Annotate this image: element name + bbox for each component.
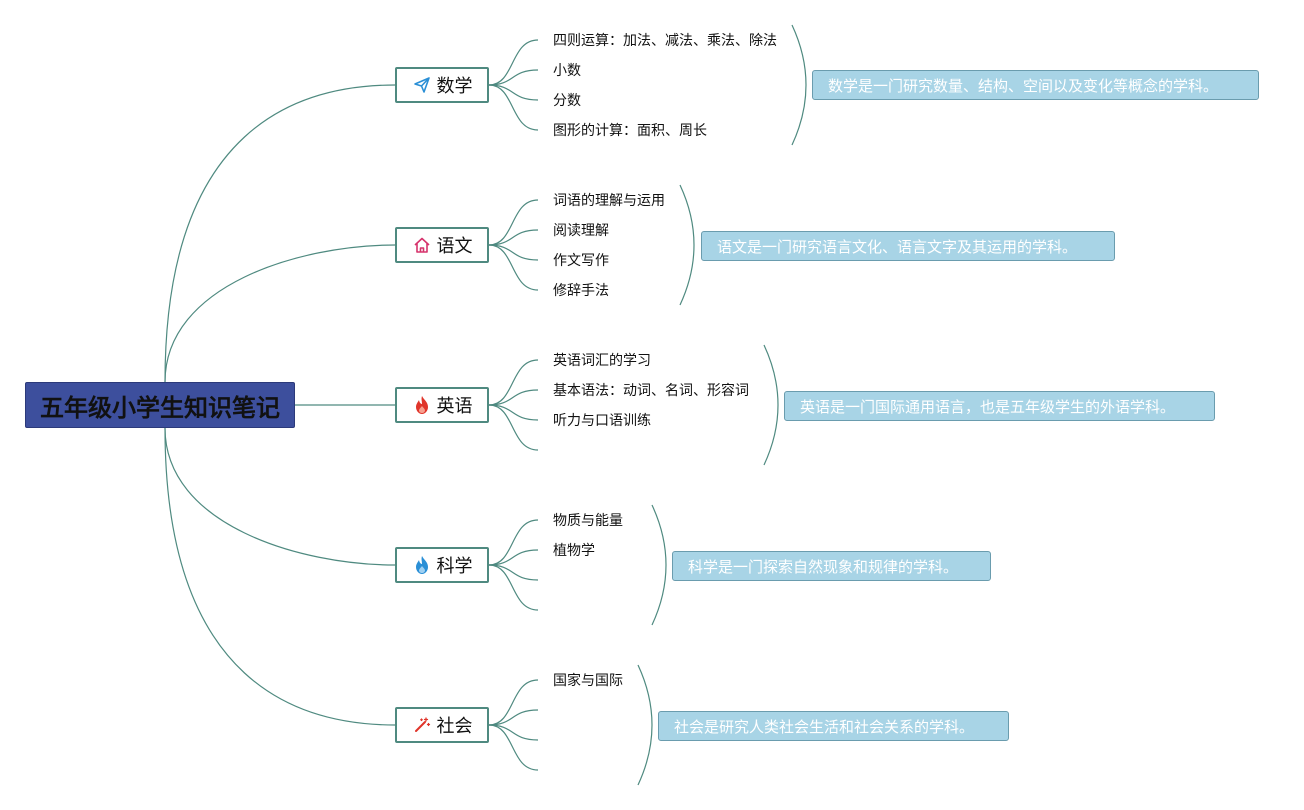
root-link (164, 84, 396, 383)
summary-box-chinese[interactable]: 语文是一门研究语言文化、语言文字及其运用的学科。 (701, 231, 1115, 261)
summary-bracket (791, 24, 807, 146)
topic-item[interactable]: 词语的理解与运用 (553, 193, 665, 209)
summary-text: 社会是研究人类社会生活和社会关系的学科。 (674, 717, 975, 736)
topic-link (488, 404, 539, 421)
subject-label: 数学 (436, 76, 473, 97)
summary-box-math[interactable]: 数学是一门研究数量、结构、空间以及变化等概念的学科。 (812, 70, 1259, 100)
subject-node-chinese[interactable]: 语文 (395, 227, 489, 263)
root-link (164, 427, 396, 726)
summary-box-english[interactable]: 英语是一门国际通用语言，也是五年级学生的外语学科。 (784, 391, 1215, 421)
subject-label: 社会 (436, 716, 473, 737)
topic-item[interactable]: 修辞手法 (553, 283, 609, 299)
root-link (164, 427, 396, 566)
subject-label: 语文 (436, 236, 473, 257)
topic-link (488, 709, 539, 726)
subject-node-english[interactable]: 英语 (395, 387, 489, 423)
topic-link (488, 519, 539, 566)
topic-item[interactable]: 小数 (553, 63, 581, 79)
topic-item[interactable]: 作文写作 (553, 253, 609, 269)
topic-link (488, 244, 539, 291)
subject-node-society[interactable]: 社会 (395, 707, 489, 743)
topic-link (488, 199, 539, 246)
topic-link (488, 39, 539, 86)
summary-text: 科学是一门探索自然现象和规律的学科。 (688, 557, 959, 576)
topic-item[interactable]: 物质与能量 (553, 513, 623, 529)
home-icon (412, 235, 432, 255)
topic-link (488, 549, 539, 566)
summary-text: 语文是一门研究语言文化、语言文字及其运用的学科。 (717, 237, 1078, 256)
topic-link (488, 679, 539, 726)
topic-link (488, 564, 539, 611)
topic-item[interactable]: 植物学 (553, 543, 595, 559)
topic-item[interactable]: 阅读理解 (553, 223, 609, 239)
root-node[interactable]: 五年级小学生知识笔记 (25, 382, 295, 428)
topic-link (488, 724, 539, 771)
topic-item[interactable]: 国家与国际 (553, 673, 623, 689)
root-label: 五年级小学生知识笔记 (40, 393, 280, 422)
subject-node-math[interactable]: 数学 (395, 67, 489, 103)
topic-link (488, 244, 539, 261)
topic-item[interactable]: 听力与口语训练 (553, 413, 651, 429)
topic-link (488, 359, 539, 406)
topic-item[interactable]: 四则运算：加法、减法、乘法、除法 (553, 33, 777, 49)
topic-item[interactable]: 基本语法：动词、名词、形容词 (553, 383, 749, 399)
summary-bracket (679, 184, 695, 306)
topic-link (488, 724, 539, 741)
topic-link (488, 564, 539, 581)
summary-bracket (651, 504, 667, 626)
paper-plane-icon (412, 75, 432, 95)
topic-link (488, 84, 539, 131)
topic-link (488, 404, 539, 451)
magic-wand-icon (412, 715, 432, 735)
topic-link (488, 69, 539, 86)
summary-bracket (763, 344, 779, 466)
fire-icon (412, 395, 432, 415)
topic-item[interactable]: 图形的计算：面积、周长 (553, 123, 707, 139)
subject-label: 科学 (436, 556, 473, 577)
summary-text: 数学是一门研究数量、结构、空间以及变化等概念的学科。 (828, 76, 1219, 95)
topic-item[interactable]: 英语词汇的学习 (553, 353, 651, 369)
topic-item[interactable]: 分数 (553, 93, 581, 109)
subject-node-science[interactable]: 科学 (395, 547, 489, 583)
summary-text: 英语是一门国际通用语言，也是五年级学生的外语学科。 (800, 397, 1176, 416)
summary-bracket (637, 664, 653, 786)
summary-box-science[interactable]: 科学是一门探索自然现象和规律的学科。 (672, 551, 991, 581)
topic-link (488, 229, 539, 246)
topic-link (488, 84, 539, 101)
subject-label: 英语 (436, 396, 473, 417)
topic-link (488, 389, 539, 406)
flame-icon (412, 555, 432, 575)
summary-box-society[interactable]: 社会是研究人类社会生活和社会关系的学科。 (658, 711, 1009, 741)
root-link (164, 244, 396, 383)
